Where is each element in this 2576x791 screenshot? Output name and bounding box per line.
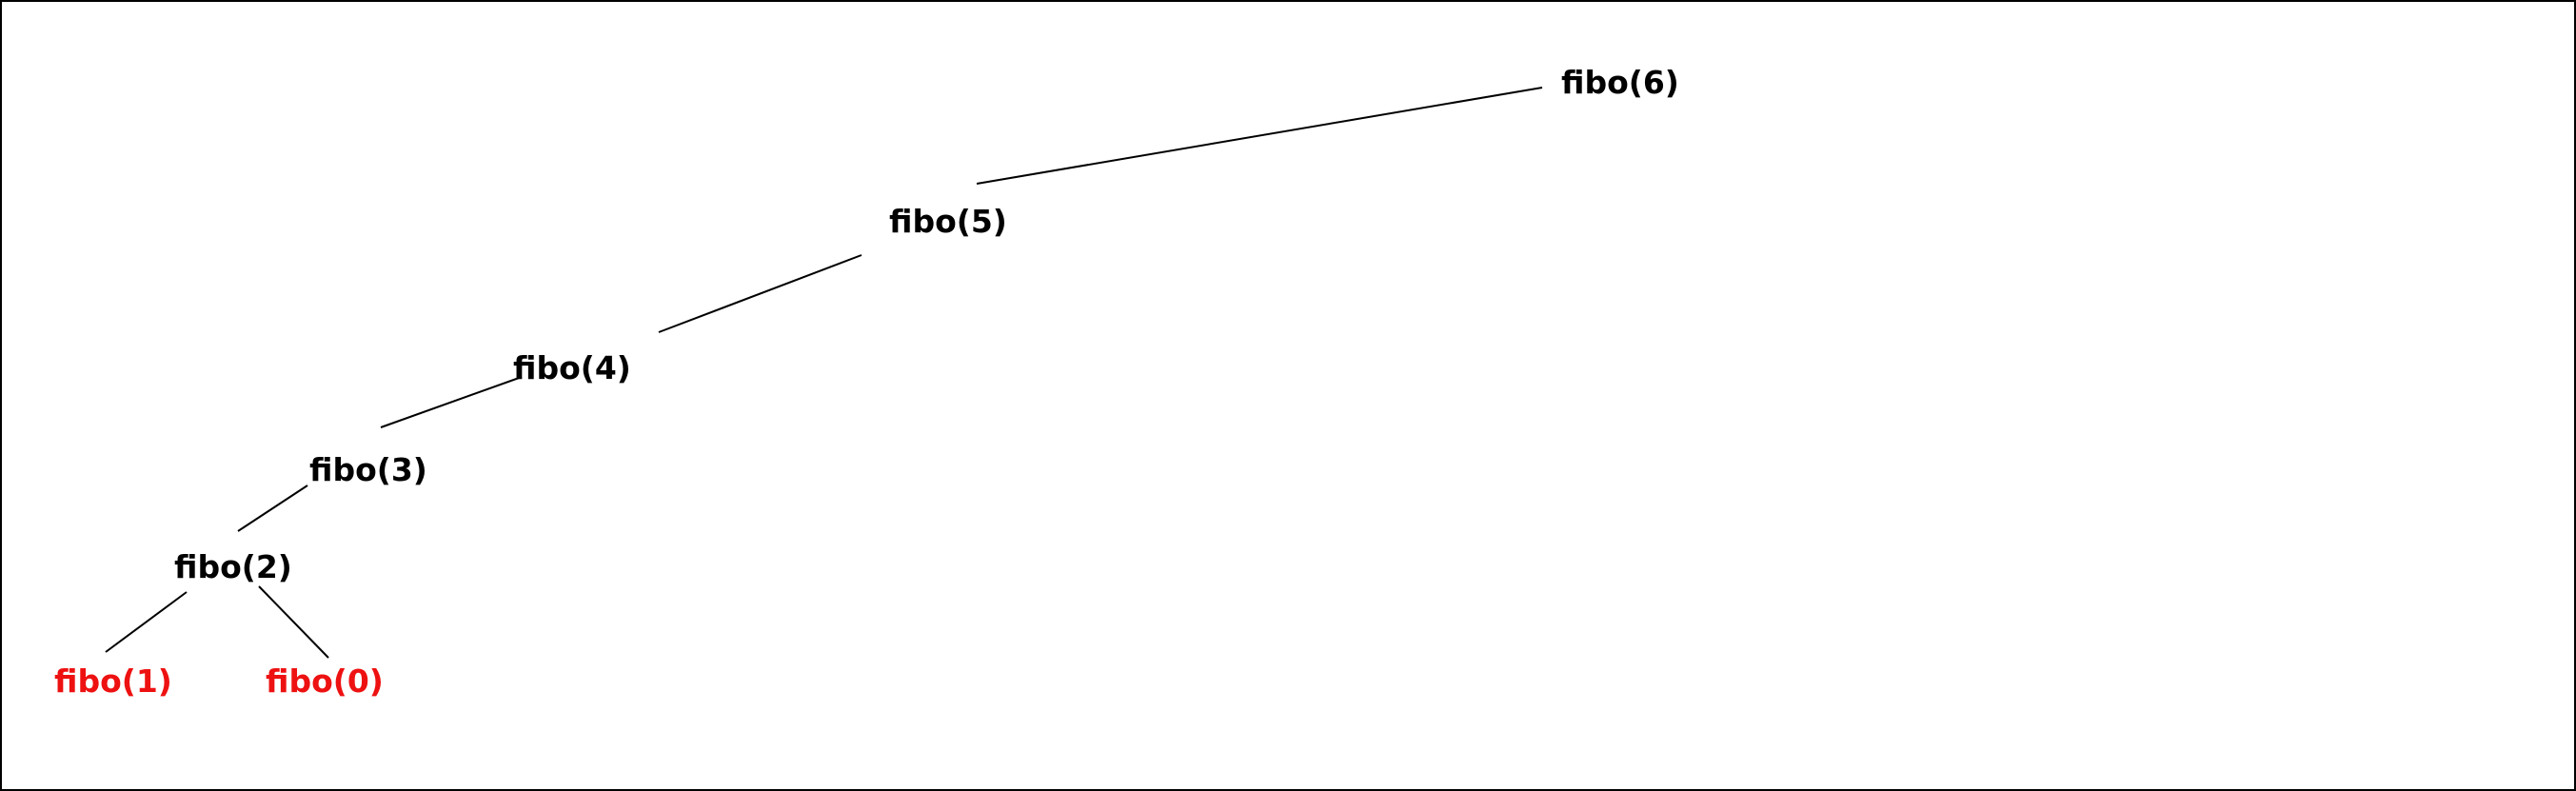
node-fibo-6: fibo(6) <box>1561 64 1679 101</box>
node-fibo-2: fibo(2) <box>174 548 292 585</box>
edge-fibo6-fibo5 <box>976 87 1543 185</box>
node-fibo-4: fibo(4) <box>513 349 631 386</box>
node-fibo-0-leaf: fibo(0) <box>266 662 384 700</box>
node-fibo-3: fibo(3) <box>309 451 427 488</box>
edge-fibo2-fibo0 <box>258 585 329 659</box>
edge-fibo2-fibo1 <box>105 591 188 653</box>
edge-fibo5-fibo4 <box>658 254 862 333</box>
node-fibo-5: fibo(5) <box>889 203 1007 240</box>
edge-fibo4-fibo3 <box>380 376 523 428</box>
node-fibo-1-leaf: fibo(1) <box>54 662 172 700</box>
edge-fibo3-fibo2 <box>237 484 308 532</box>
